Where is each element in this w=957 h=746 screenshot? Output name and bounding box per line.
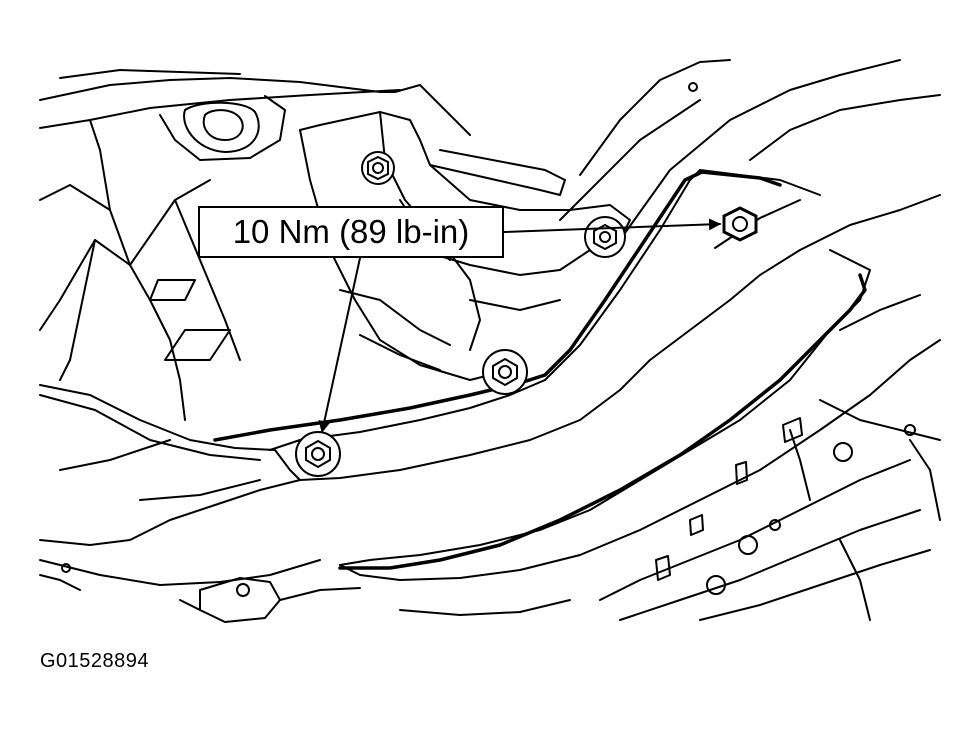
right-frame-rail [338, 59, 941, 621]
frame-holes [61, 82, 916, 597]
hex-bolt-icon [295, 431, 341, 477]
hex-bolt-icon [482, 349, 528, 395]
lower-body-structure [39, 574, 571, 623]
torque-specification-label: 10 Nm (89 lb-in) [198, 206, 504, 258]
hex-nut-icon [722, 206, 758, 242]
leader-arrow-icon [318, 218, 721, 433]
hex-bolt-icon [361, 151, 395, 185]
hex-bolt-icon [584, 216, 626, 258]
upper-left-body-structure [39, 69, 401, 421]
figure-id: G01528894 [40, 650, 150, 672]
